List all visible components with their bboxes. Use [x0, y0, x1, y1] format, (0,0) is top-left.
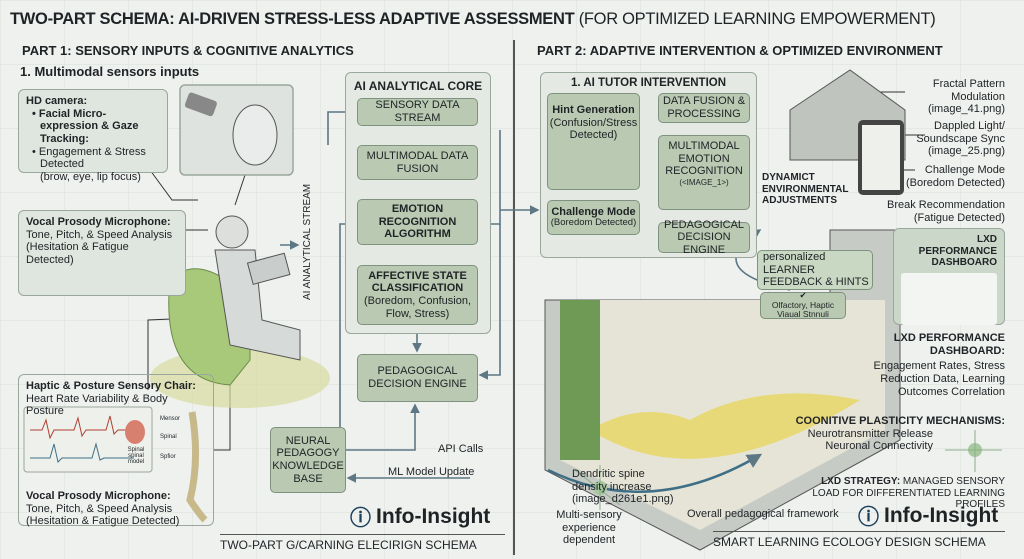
page-title: TWO-PART SCHEMA: AI-DRIVEN STRESS-LESS A… — [10, 10, 936, 28]
hd-camera-title: HD camera: — [26, 95, 88, 107]
haptic-chair-panel: Haptic & Posture Sensory Chair: Heart Ra… — [18, 374, 214, 528]
spine-label: Spinal — [160, 434, 177, 440]
emotion-recognition-box: EMOTION RECOGNITION ALGORITHM — [357, 199, 478, 245]
footer-right: SMART LEARNING ECOLOGY DESIGN SCHEMA — [713, 531, 1005, 549]
vocal-prosody-panel-top: Vocal Prosody Microphone: Tone, Pitch, &… — [18, 210, 186, 296]
hd-camera-bullet-1: • Facial Micro-expression & Gaze Trackin… — [32, 107, 139, 145]
api-calls-label: API Calls — [438, 443, 484, 455]
vocal-title: Vocal Prosody Microphone: — [26, 216, 171, 228]
vocal-line-1: Tone, Pitch, & Speed Analysis — [26, 228, 173, 241]
multisensory-label: Multi-sensory experience dependent — [556, 509, 622, 547]
haptic-line-1: Heart Rate Variability & Body Posture — [26, 392, 168, 418]
spine-label: Spfior — [160, 454, 176, 460]
hint-generation-box: Hint Generation (Confusion/Stress Detect… — [547, 93, 640, 190]
vocal-bottom-title: Vocal Prosody Microphone: — [26, 489, 171, 502]
ai-stream-label: AI ANALYTICAL STREAM — [302, 183, 313, 300]
hd-camera-bullet-2: • Engagement & Stress Detected — [32, 145, 146, 171]
ml-update-label: ML Model Update — [388, 466, 475, 478]
dashboard-title: LXD PERFORMANCE DASHBOARO — [918, 234, 997, 268]
footer-left: TWO-PART G/CARNING ELECIRIGN SCHEMA — [220, 534, 505, 552]
part1-heading: PART 1: SENSORY INPUTS & COGNITIVE ANALY… — [22, 43, 354, 58]
multimodal-fusion-box: MULTIMODAL DATA FUSION — [357, 145, 478, 180]
affective-state-title: AFFECTIVE STATE CLASSIFICATION — [368, 269, 467, 295]
multimodal-emotion-box: MULTIMODAL EMOTION RECOGNITION (<IMAGE_1… — [658, 135, 750, 210]
challenge-title: Challenge Mode — [551, 205, 636, 218]
lxd-strategy-text: LXD STRATEGY: MANAGED SENSORY LOAD FOR D… — [812, 476, 1005, 510]
cognitive-plasticity-text: COONITIVE PLASTICITY MECHANISMS: Neurotr… — [790, 415, 1005, 453]
haptic-title: Haptic & Posture Sensory Chair: — [26, 380, 196, 392]
dynamic-adjustments-label: DYNAMICT ENVIRONMENTAL ADJUSTMENTS — [762, 172, 849, 206]
learner-feedback-box: personalized LEARNER FEEDBACK & HINTS — [757, 250, 873, 290]
logo-text: Info-Insight — [884, 504, 999, 527]
vocal-line-2: (Hesitation & Fatigue Detected) — [26, 241, 129, 266]
hint-sub: (Confusion/Stress Detected) — [549, 116, 638, 142]
callout-dappled: Dappled Light/Soundscape Sync(image_25.p… — [916, 120, 1005, 158]
lxd-dashboard-card: LXD PERFORMANCE DASHBOARO — [893, 228, 1005, 325]
stimuli-bubble: ✔Olfactory, Haptic Viaual Stnnuli — [760, 289, 846, 320]
check-icon: ✔ — [799, 289, 807, 300]
cognitive-line-2: Neuronal Connectivity — [825, 440, 933, 453]
hint-title: Hint Generation — [552, 104, 635, 116]
part2-heading: PART 2: ADAPTIVE INTERVENTION & OPTIMIZE… — [537, 43, 943, 58]
heart-model-label: Spinal spinal model — [127, 447, 145, 465]
ai-tutor-title: 1. AI TUTOR INTERVENTION — [570, 77, 727, 89]
vocal-bottom-line-1: Tone, Pitch, & Speed Analysis — [26, 502, 173, 515]
hd-camera-note: (brow, eye, lip focus) — [40, 170, 141, 183]
cognitive-line-1: Neurotransmitter Release — [807, 427, 933, 440]
callout-challenge: Challenge Mode(Boredom Detected) — [905, 164, 1005, 189]
vocal-bottom-line-2: (Hesitation & Fatigue Detected) — [26, 515, 180, 528]
cognitive-title: COONITIVE PLASTICITY MECHANISMS: — [795, 415, 1005, 427]
challenge-sub: (Boredom Detected) — [550, 217, 637, 229]
affective-state-box: AFFECTIVE STATE CLASSIFICATION (Boredom,… — [357, 265, 478, 325]
hd-camera-panel: HD camera: • Facial Micro-expression & G… — [18, 89, 168, 183]
logo-icon: ⓘ — [858, 506, 879, 529]
emotion-title: MULTIMODAL EMOTION RECOGNITION — [665, 140, 743, 178]
lxd-perf-title: LXD PERFORMANCE DASHBOARD: — [893, 332, 1005, 357]
pedagogical-engine-box: PEDAGOGICAL DECISION ENGINE — [357, 354, 478, 402]
logo-icon: ⓘ — [350, 507, 371, 530]
callout-break: Break Recommendation(Fatigue Detected) — [886, 199, 1005, 224]
part-divider — [513, 40, 515, 555]
ai-core-title: AI ANALYTICAL CORE — [353, 79, 483, 93]
lxd-performance-text: LXD PERFORMANCE DASHBOARD: Engagement Ra… — [855, 332, 1005, 398]
stimuli-text: Olfactory, Haptic Viaual Stnnuli — [771, 299, 835, 320]
affective-state-sub: (Boredom, Confusion, Flow, Stress) — [364, 295, 471, 320]
tutor-decision-engine-box: PEDAGOGICAL DECISION ENGINE — [658, 219, 750, 256]
framework-label: Overall pedagogical framework — [687, 508, 839, 520]
logo-text: Info-Insight — [376, 505, 491, 528]
sensors-subheading: 1. Multimodal sensors inputs — [20, 64, 200, 79]
knowledge-base-box: NEURAL PEDAGOGY KNOWLEDGE BASE — [270, 427, 346, 493]
dashboard-screen — [901, 272, 997, 325]
data-fusion-box: DATA FUSION & PROCESSING — [658, 93, 750, 123]
sensory-data-stream-box: SENSORY DATA STREAM — [357, 98, 478, 126]
spine-label: Mensor — [160, 416, 181, 422]
lxd-perf-body: Engagement Rates, Stress Reduction Data,… — [873, 360, 1005, 398]
challenge-mode-box: Challenge Mode (Boredom Detected) — [547, 200, 640, 235]
emotion-sub: (<IMAGE_1>) — [679, 177, 729, 187]
